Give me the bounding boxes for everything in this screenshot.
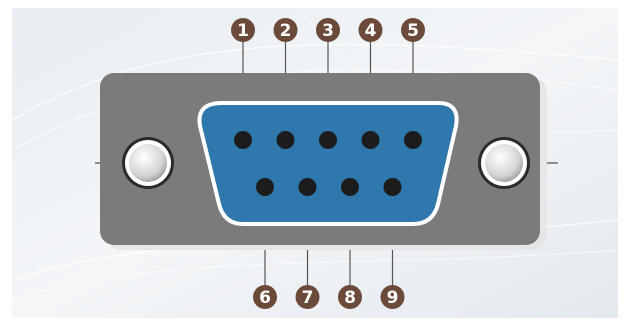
- pin-number-label: 2: [280, 21, 292, 41]
- pin-number-label: 7: [302, 288, 314, 308]
- pin-badge-1: 1: [231, 18, 255, 42]
- pin-badge-circle: [358, 18, 383, 42]
- pin-badge-circle: [338, 285, 362, 309]
- pin-hole-3: [319, 131, 337, 149]
- pin-badge-circle: [253, 285, 277, 309]
- pin-hole-5: [404, 131, 422, 149]
- pin-badge-8: 8: [338, 285, 362, 309]
- pin-number-label: 4: [365, 21, 377, 41]
- pin-badge-2: 2: [273, 18, 298, 42]
- pin-holes: [234, 131, 422, 196]
- pin-number-label: 3: [322, 21, 334, 41]
- pin-hole-9: [383, 178, 402, 196]
- pin-number-label: 9: [387, 288, 399, 308]
- pin-number-label: 6: [259, 288, 271, 308]
- pin-badge-7: 7: [295, 285, 320, 309]
- pin-hole-6: [256, 178, 274, 196]
- pin-hole-4: [361, 131, 380, 149]
- d-sub-shell: [197, 101, 459, 226]
- pin-badge-circle: [401, 18, 425, 42]
- pin-hole-7: [298, 178, 317, 196]
- pin-badge-circle: [273, 18, 298, 42]
- pin-badge-4: 4: [358, 18, 383, 42]
- right-screw: [478, 137, 530, 189]
- left-screw: [122, 137, 174, 189]
- pin-badge-circle: [295, 285, 320, 309]
- pin-badge-6: 6: [253, 285, 277, 309]
- pin-number-badges: 1 2 3 4 5 6 7 8 9: [231, 18, 425, 309]
- pin-number-label: 1: [237, 21, 249, 41]
- pin-badge-circle: [231, 18, 255, 42]
- pin-badge-5: 5: [401, 18, 425, 42]
- pin-hole-1: [234, 131, 252, 149]
- pin-badge-circle: [380, 285, 405, 309]
- pin-hole-2: [276, 131, 295, 149]
- pin-badge-circle: [316, 18, 340, 42]
- pin-badge-9: 9: [380, 285, 405, 309]
- pin-hole-8: [341, 178, 359, 196]
- pin-badge-3: 3: [316, 18, 340, 42]
- pin-number-label: 5: [407, 21, 419, 41]
- pin-number-label: 8: [344, 288, 356, 308]
